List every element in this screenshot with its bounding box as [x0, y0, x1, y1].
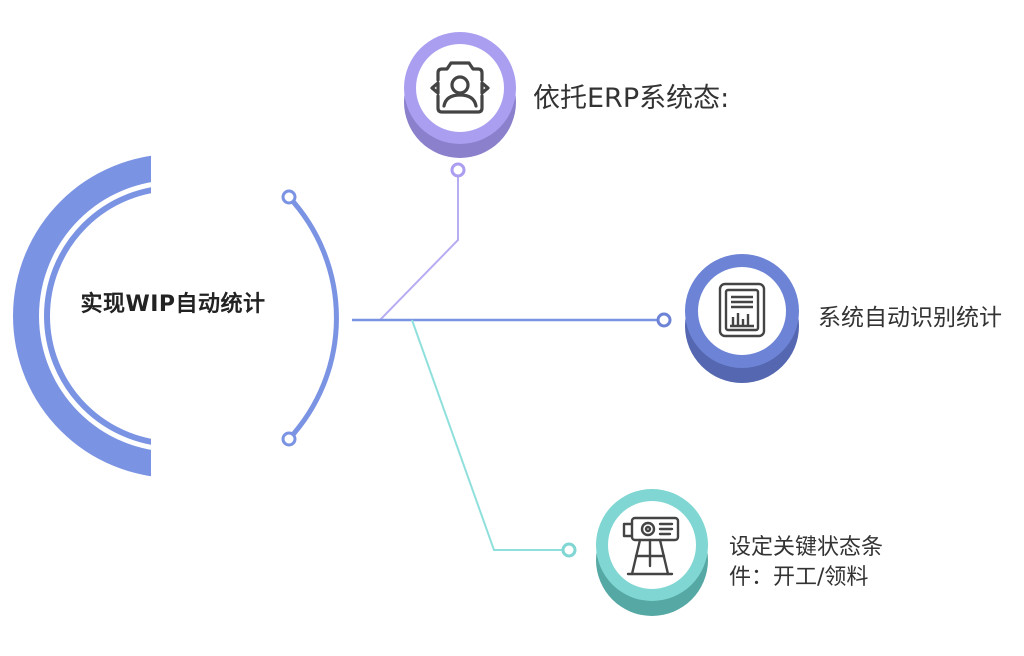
node2-disc: [698, 267, 786, 355]
node3-label-line1: 设定关键状态条: [729, 535, 884, 560]
center-disc: [39, 180, 311, 452]
center-ring: [44, 187, 151, 445]
node1-label: 依托ERP系统态:: [533, 83, 730, 114]
arc-top-dot: [281, 189, 297, 205]
connectors: [352, 162, 672, 558]
connector-node1-dot: [450, 162, 466, 178]
connector-node3-dot: [561, 542, 577, 558]
center-right-arc: [287, 195, 339, 441]
connector-node3: [411, 319, 564, 551]
node1: [404, 32, 516, 158]
connector-node2-dot: [656, 312, 672, 328]
center-title: 实现WIP自动统计: [80, 292, 266, 317]
arc-bottom-dot: [281, 431, 297, 447]
node3-label-line2: 件：开工/领料: [729, 565, 869, 590]
node2-label: 系统自动识别统计: [818, 305, 1002, 331]
person-photo-icon: [430, 61, 490, 114]
node3-disc: [608, 501, 696, 589]
center-circle: [13, 155, 339, 477]
node2: [685, 254, 799, 383]
connector-node1: [379, 172, 459, 321]
machine-icon: [622, 516, 680, 576]
report-chart-icon: [718, 282, 766, 338]
node3-label: 设定关键状态条 件：开工/领料: [729, 533, 929, 593]
node1-disc: [416, 44, 504, 132]
node3: [596, 489, 708, 616]
